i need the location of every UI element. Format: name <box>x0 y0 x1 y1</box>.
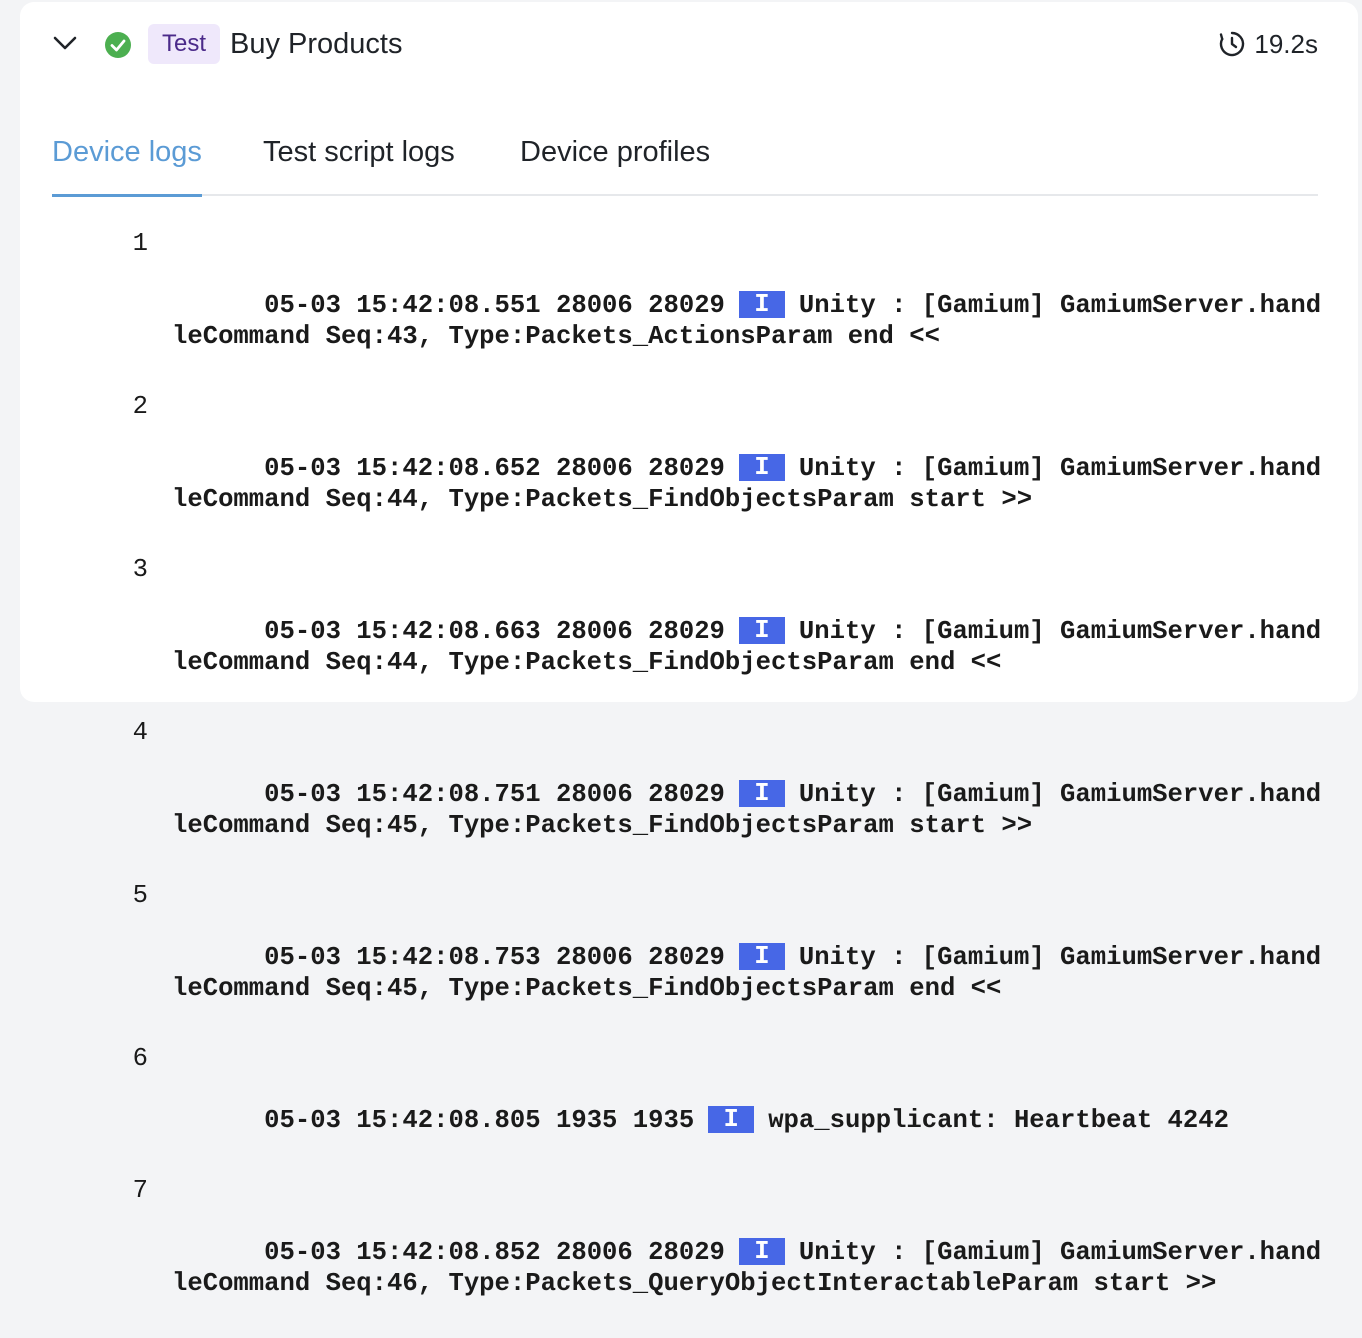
log-level-badge: I <box>708 1106 755 1133</box>
log-message: Unity : [Gamium] GamiumServer.handleComm… <box>172 291 1322 351</box>
log-level-badge: I <box>738 454 785 481</box>
log-message: wpa_supplicant: Heartbeat 4242 <box>768 1106 1229 1135</box>
log-prefix: 05-03 15:42:08.852 28006 28029 <box>264 1238 725 1267</box>
tab-device-profiles[interactable]: Device profiles <box>520 136 711 168</box>
log-level-badge: I <box>738 617 785 644</box>
test-result-card: Test Buy Products 19.2s Device logs Test… <box>20 2 1358 1298</box>
log-message: Unity : [Gamium] GamiumServer.handleComm… <box>172 454 1322 514</box>
log-level-badge: I <box>738 943 785 970</box>
log-prefix: 05-03 15:42:08.753 28006 28029 <box>264 943 725 972</box>
log-level-badge: I <box>738 1238 785 1265</box>
duration: 19.2s <box>1218 26 1318 62</box>
timer-icon <box>1220 31 1245 57</box>
test-header[interactable]: Test Buy Products 19.2s <box>20 2 1358 84</box>
log-prefix: 05-03 15:42:08.805 1935 1935 <box>264 1106 695 1135</box>
line-number: 1 <box>132 229 148 258</box>
test-type-badge: Test <box>148 24 221 64</box>
line-number: 4 <box>132 718 148 747</box>
line-number: 6 <box>132 1044 148 1073</box>
log-tabs: Device logs Test script logs Device prof… <box>52 130 1318 197</box>
check-circle-icon <box>105 32 131 58</box>
line-number: 2 <box>132 392 148 421</box>
log-prefix: 05-03 15:42:08.551 28006 28029 <box>264 291 725 320</box>
duration-value: 19.2s <box>1254 29 1318 59</box>
tab-device-logs[interactable]: Device logs <box>52 130 202 197</box>
log-message: Unity : [Gamium] GamiumServer.handleComm… <box>172 617 1322 677</box>
log-level-badge: I <box>738 780 785 807</box>
log-level-badge: I <box>738 291 785 318</box>
line-number: 7 <box>132 1176 148 1205</box>
line-number: 3 <box>132 555 148 584</box>
chevron-down-icon[interactable] <box>50 28 80 58</box>
tab-test-script-logs[interactable]: Test script logs <box>263 136 455 168</box>
test-title: Buy Products <box>230 28 403 60</box>
log-prefix: 05-03 15:42:08.652 28006 28029 <box>264 454 725 483</box>
log-prefix: 05-03 15:42:08.663 28006 28029 <box>264 617 725 646</box>
log-prefix: 05-03 15:42:08.751 28006 28029 <box>264 780 725 809</box>
line-number: 5 <box>132 881 148 910</box>
